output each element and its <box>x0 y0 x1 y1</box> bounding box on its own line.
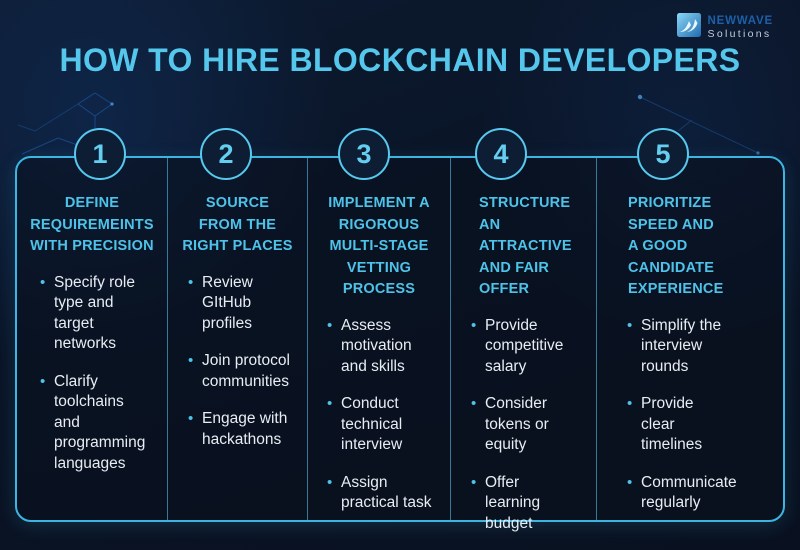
step-number-badge: 4 <box>475 128 527 180</box>
step-number: 4 <box>493 138 509 169</box>
bullet-item: Join protocol communities <box>188 351 303 392</box>
brand-logo: NEWWAVE Solutions <box>676 13 773 42</box>
step-column: 4 STRUCTURE AN ATTRACTIVE AND FAIR OFFER… <box>450 128 596 532</box>
step-bullet-list: Assess motivation and skillsConduct tech… <box>327 316 446 514</box>
step-number: 2 <box>218 138 234 169</box>
bullet-item: Provide clear timelines <box>627 394 779 456</box>
step-bullet-list: Simplify the interview roundsProvide cle… <box>627 316 779 514</box>
step-column: 5 PRIORITIZE SPEED AND A GOOD CANDIDATE … <box>596 128 783 520</box>
bullet-item: Conduct technical interview <box>327 394 446 456</box>
bullet-item: Assign practical task <box>327 473 446 514</box>
step-number: 5 <box>655 138 671 169</box>
step-heading: STRUCTURE AN ATTRACTIVE AND FAIR OFFER <box>479 195 572 297</box>
step-number-badge: 5 <box>637 128 689 180</box>
bullet-item: Specify role type and target networks <box>40 273 163 355</box>
step-bullet-list: Provide competitive salaryConsider token… <box>471 316 592 535</box>
step-number: 3 <box>356 138 372 169</box>
steps-panel: 1 DEFINE REQUIREMEINTS WITH PRECISION Sp… <box>15 128 785 532</box>
step-number-badge: 2 <box>200 128 252 180</box>
bullet-item: Engage with hackathons <box>188 409 303 450</box>
steps-row: 1 DEFINE REQUIREMEINTS WITH PRECISION Sp… <box>17 128 783 532</box>
step-heading: SOURCE FROM THE RIGHT PLACES <box>182 195 293 254</box>
step-number: 1 <box>92 138 108 169</box>
bullet-item: Assess motivation and skills <box>327 316 446 378</box>
step-number-badge: 1 <box>74 128 126 180</box>
bullet-item: Consider tokens or equity <box>471 394 592 456</box>
bullet-item: Offer learning budget <box>471 473 592 535</box>
page-title: HOW TO HIRE BLOCKCHAIN DEVELOPERS <box>59 42 741 78</box>
step-heading: PRIORITIZE SPEED AND A GOOD CANDIDATE EX… <box>628 195 724 297</box>
bullet-item: Simplify the interview rounds <box>627 316 779 378</box>
bullet-item: Review GItHub profiles <box>188 273 303 335</box>
bullet-item: Provide competitive salary <box>471 316 592 378</box>
step-bullet-list: Review GItHub profilesJoin protocol comm… <box>188 273 303 451</box>
bullet-item: Communicate regularly <box>627 473 779 514</box>
wave-logo-icon <box>676 13 701 42</box>
step-column: 3 IMPLEMENT A RIGOROUS MULTI-STAGE VETTI… <box>307 128 450 520</box>
step-heading: IMPLEMENT A RIGOROUS MULTI-STAGE VETTING… <box>328 195 430 297</box>
step-column: 1 DEFINE REQUIREMEINTS WITH PRECISION Sp… <box>17 128 167 520</box>
step-column: 2 SOURCE FROM THE RIGHT PLACES Review GI… <box>167 128 307 520</box>
step-bullet-list: Specify role type and target networksCla… <box>40 273 163 475</box>
step-number-badge: 3 <box>338 128 390 180</box>
brand-subtitle: Solutions <box>707 27 772 40</box>
step-heading: DEFINE REQUIREMEINTS WITH PRECISION <box>30 195 154 254</box>
brand-name: NEWWAVE <box>707 14 773 27</box>
bullet-item: Clarify toolchains and programming langu… <box>40 372 163 475</box>
